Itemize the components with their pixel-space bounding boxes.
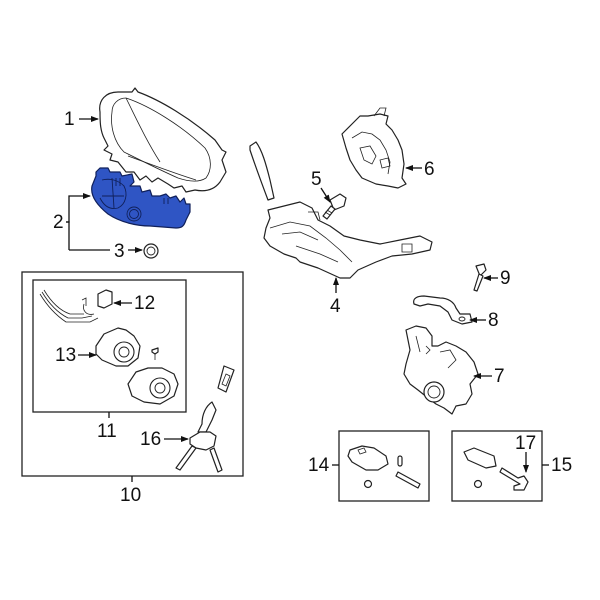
part-6-clock-spring[interactable] [341,107,407,189]
callout-3[interactable]: 3 [114,241,125,262]
part-14-smart-key-fob[interactable] [347,445,421,489]
part-12-wire-connector[interactable] [39,289,113,323]
callout-12[interactable]: 12 [134,293,156,314]
group-box-15-smart-key [451,430,543,502]
part-17-emergency-key[interactable] [499,467,529,491]
part-8-bracket[interactable] [413,295,473,325]
callout-10[interactable]: 10 [120,485,142,506]
part-1-upper-column-cover[interactable] [99,87,227,193]
callout-7[interactable]: 7 [494,366,505,387]
part-3-ring[interactable] [143,243,159,259]
callout-8[interactable]: 8 [488,310,499,331]
part-9-shear-bolt[interactable] [473,263,487,292]
callout-16[interactable]: 16 [140,429,162,450]
callout-4[interactable]: 4 [330,296,341,317]
callout-6[interactable]: 6 [424,159,435,180]
callout-2[interactable]: 2 [53,212,64,233]
callout-14[interactable]: 14 [308,455,330,476]
callout-13[interactable]: 13 [55,345,77,366]
part-16-key-set[interactable] [175,365,235,473]
callout-5[interactable]: 5 [311,169,322,190]
part-13-ignition-cylinder[interactable] [95,327,179,405]
part-2-lower-column-cover[interactable] [91,167,191,229]
part-15-smart-key-fob[interactable] [463,447,497,489]
callout-1[interactable]: 1 [64,109,75,130]
callout-11[interactable]: 11 [97,421,117,442]
callout-17[interactable]: 17 [515,433,537,454]
part-7-lock-housing[interactable] [403,325,479,415]
callout-9[interactable]: 9 [500,268,511,289]
callout-15[interactable]: 15 [551,455,573,476]
part-5-bolt[interactable] [322,193,347,220]
part-4-combination-switch[interactable] [249,141,433,279]
group-box-14-smart-key [338,430,430,502]
